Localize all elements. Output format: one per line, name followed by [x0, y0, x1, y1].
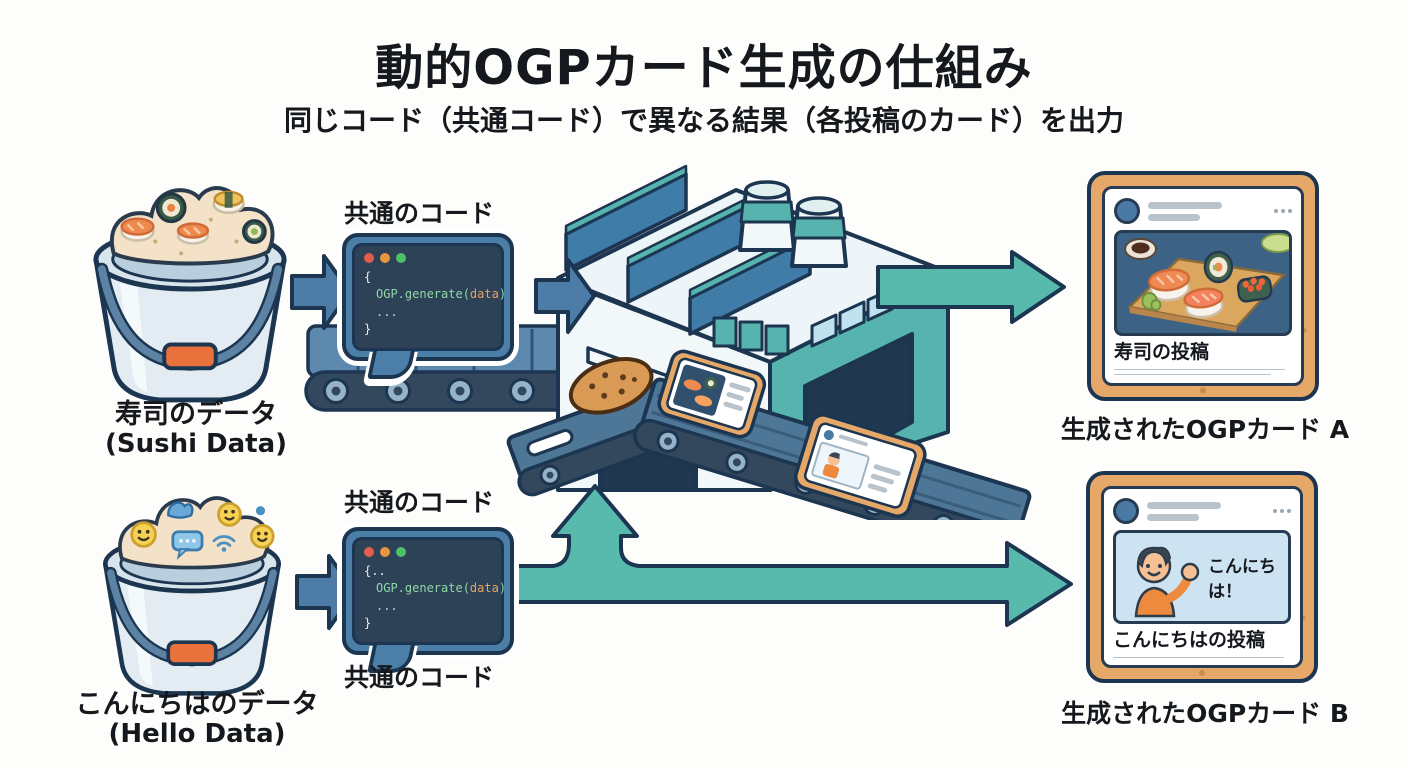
ogp-card-b: こんにちは！ こんにちはの投稿	[1086, 471, 1318, 683]
page-subtitle: 同じコード（共通コード）で異なる結果（各投稿のカード）を出力	[283, 104, 1124, 137]
code-line: }	[364, 616, 372, 631]
window-dot-red	[364, 547, 374, 557]
post-header	[1114, 197, 1292, 225]
arrow-output-a-icon	[876, 250, 1066, 324]
code-line: ...	[376, 304, 398, 319]
speech-bubble-icon	[171, 530, 204, 560]
hello-toppings	[130, 501, 275, 560]
card-b-caption: 生成されたOGPカード B	[1061, 699, 1349, 728]
code-label-bottom-below: 共通のコード	[344, 663, 495, 692]
post-title-b: こんにちはの投稿	[1113, 629, 1266, 651]
code-line: }	[364, 322, 372, 337]
window-dot-red	[364, 253, 374, 263]
window-controls	[364, 547, 492, 557]
window-dot-orange	[380, 547, 390, 557]
ogp-card-a: 寿司の投稿	[1087, 171, 1319, 401]
arrow-output-b-branch-icon	[505, 484, 1073, 627]
chimney-icons	[738, 180, 848, 268]
placeholder-line	[1147, 501, 1221, 509]
hello-post-image: こんにちは！	[1113, 530, 1291, 624]
placeholder-line	[1114, 368, 1285, 370]
code-window-a: { OGP.generate(data) ... }	[342, 233, 514, 379]
placeholder-line	[1114, 374, 1271, 375]
window-dot-green	[396, 547, 406, 557]
mini-card-sushi	[657, 349, 767, 439]
factory-windows	[712, 316, 790, 356]
code-label-top: 共通のコード	[344, 199, 495, 228]
more-menu-icon	[1274, 209, 1292, 213]
wave-icon	[167, 501, 194, 519]
avatar	[1114, 198, 1140, 224]
code-line: ...	[376, 598, 398, 613]
sushi-bucket-label: 寿司のデータ (Sushi Data)	[66, 399, 326, 460]
code-line: OGP.generate(data)	[376, 287, 507, 302]
placeholder-line	[1148, 201, 1222, 209]
code-line: {..	[364, 564, 386, 578]
waving-person-icon	[1134, 546, 1200, 618]
sushi-bucket-label-en: (Sushi Data)	[104, 429, 288, 460]
sushi-post-image	[1114, 230, 1292, 336]
hello-bucket-illustration	[102, 496, 282, 696]
code-window-b: {.. OGP.generate(data) ... }	[342, 527, 514, 673]
page-title: 動的OGPカード生成の仕組み	[375, 40, 1033, 96]
arrow-right-icon-1	[290, 254, 352, 330]
window-dot-green	[396, 253, 406, 263]
placeholder-line	[1148, 213, 1200, 221]
more-menu-icon	[1273, 509, 1291, 513]
avatar	[1113, 498, 1139, 524]
hello-bucket-label-jp: こんにちはのデータ	[75, 689, 319, 720]
mini-card-hello	[794, 413, 927, 518]
sushi-bucket-illustration	[93, 186, 287, 403]
arrow-right-icon-2	[534, 258, 596, 334]
factory-illustration	[304, 164, 1032, 520]
code-line: {	[364, 270, 372, 284]
sushi-toppings	[120, 190, 267, 245]
hello-bucket-label-en: (Hello Data)	[108, 719, 286, 750]
wifi-icon	[212, 535, 236, 552]
post-header	[1113, 497, 1291, 525]
hello-bucket-label: こんにちはのデータ (Hello Data)	[52, 689, 342, 750]
window-controls	[364, 253, 492, 263]
cookie-dough-icon	[568, 357, 654, 415]
post-title-a: 寿司の投稿	[1114, 341, 1210, 363]
placeholder-line	[1147, 513, 1199, 521]
hello-image-text: こんにちは！	[1208, 557, 1276, 602]
code-label-bottom-above: 共通のコード	[344, 488, 495, 517]
sushi-bucket-label-jp: 寿司のデータ	[115, 399, 277, 430]
window-dot-orange	[380, 253, 390, 263]
code-line: OGP.generate(data)	[376, 581, 507, 596]
output-conveyor	[633, 349, 1032, 520]
card-a-caption: 生成されたOGPカード A	[1060, 415, 1350, 444]
